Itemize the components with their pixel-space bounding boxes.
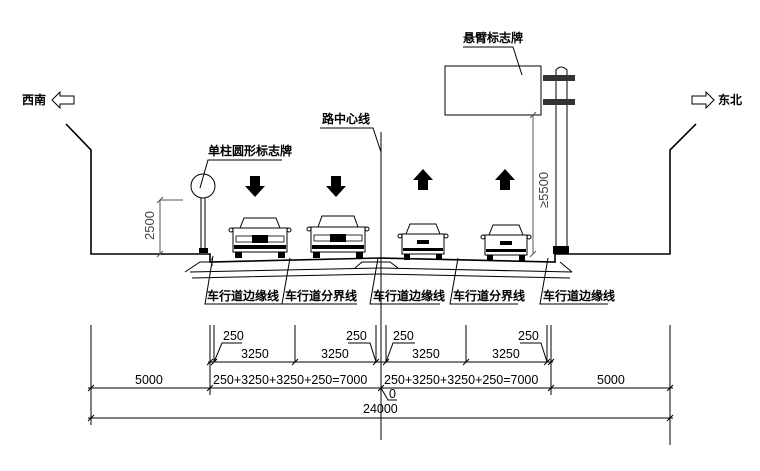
lane-edge-label-3: 车行道边缘线 [543, 288, 615, 303]
lane-edge-label-1: 车行道边缘线 [207, 288, 279, 303]
direction-right-label: 东北 [718, 92, 742, 107]
dim-center-250-left: 250 [346, 329, 367, 343]
dim-left-side: 5000 [135, 373, 163, 387]
overhead-height-text: ≥5500 [536, 172, 551, 208]
overhead-sign-label: 悬臂标志牌 [462, 30, 523, 45]
road-surface [184, 253, 573, 279]
overhead-cantilever-sign [444, 65, 575, 254]
dim-lane-width-4: 3250 [492, 347, 520, 361]
dim-lane-width-3: 3250 [412, 347, 440, 361]
overhead-height-dimension: ≥5500 [529, 111, 551, 258]
dim-center-250-right: 250 [393, 329, 414, 343]
lane-divider-label-1: 车行道分界线 [285, 288, 357, 303]
right-roadside [555, 123, 697, 255]
dim-left-carriageway: 250+3250+3250+250=7000 [213, 373, 367, 387]
dim-lane-width-1: 3250 [241, 347, 269, 361]
lane-arrow-down-2 [326, 176, 346, 197]
dim-right-side: 5000 [597, 373, 625, 387]
arrow-left-icon [51, 90, 75, 110]
dim-right-carriageway: 250+3250+3250+250=7000 [384, 373, 538, 387]
lane-arrow-up-1 [413, 169, 433, 190]
dim-median: 0 [389, 387, 396, 401]
dim-total-width: 24000 [363, 402, 398, 416]
dimension-lines [87, 325, 674, 445]
single-sign-height-text: 2500 [142, 211, 157, 240]
dim-edge-250-right: 250 [518, 329, 539, 343]
dim-lane-width-2: 3250 [321, 347, 349, 361]
lane-edge-label-2: 车行道边缘线 [373, 288, 445, 303]
road-centerline-label: 路中心线 [322, 111, 370, 126]
lane-arrow-down-1 [245, 176, 265, 197]
car-icon [306, 215, 370, 258]
lane-arrow-up-2 [495, 169, 515, 190]
single-post-round-sign [190, 173, 216, 253]
dim-edge-250-left: 250 [223, 329, 244, 343]
sign-height-dimension: 2500 [142, 196, 183, 258]
car-icon [397, 223, 449, 260]
car-icon [480, 224, 532, 261]
arrow-right-icon [691, 90, 715, 110]
direction-left-label: 西南 [22, 92, 46, 107]
lane-divider-label-2: 车行道分界线 [453, 288, 525, 303]
single-post-sign-label: 单柱圆形标志牌 [208, 143, 292, 158]
left-roadside [65, 123, 200, 255]
car-icon [228, 217, 292, 258]
